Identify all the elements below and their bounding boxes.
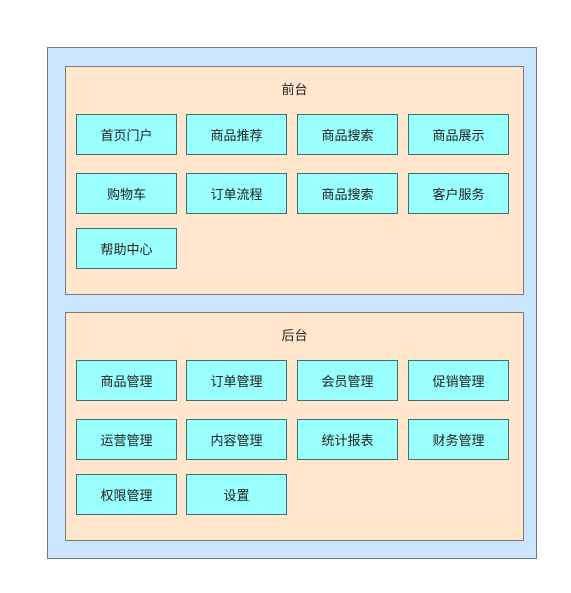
module-operations-management: 运营管理 bbox=[76, 419, 177, 460]
module-customer-service: 客户服务 bbox=[408, 173, 509, 214]
backend-title: 后台 bbox=[281, 329, 308, 344]
module-product-search: 商品搜索 bbox=[297, 114, 398, 155]
module-promotion-management: 促销管理 bbox=[408, 360, 509, 401]
module-product-management: 商品管理 bbox=[76, 360, 177, 401]
module-product-search-2: 商品搜索 bbox=[297, 173, 398, 214]
module-order-management: 订单管理 bbox=[186, 360, 287, 401]
module-order-flow: 订单流程 bbox=[186, 173, 287, 214]
module-statistics-reports: 统计报表 bbox=[297, 419, 398, 460]
module-permission-management: 权限管理 bbox=[76, 474, 177, 515]
module-finance-management: 财务管理 bbox=[408, 419, 509, 460]
module-product-display: 商品展示 bbox=[408, 114, 509, 155]
frontend-section: 前台 首页门户 商品推荐 商品搜索 商品展示 购物车 订单流程 商品搜索 客户服… bbox=[65, 66, 524, 295]
module-content-management: 内容管理 bbox=[186, 419, 287, 460]
module-help-center: 帮助中心 bbox=[76, 228, 177, 269]
module-product-recommend: 商品推荐 bbox=[186, 114, 287, 155]
module-settings: 设置 bbox=[186, 474, 287, 515]
backend-section: 后台 商品管理 订单管理 会员管理 促销管理 运营管理 内容管理 统计报表 财务… bbox=[65, 312, 524, 541]
module-home-portal: 首页门户 bbox=[76, 114, 177, 155]
module-member-management: 会员管理 bbox=[297, 360, 398, 401]
frontend-title: 前台 bbox=[281, 83, 308, 98]
module-shopping-cart: 购物车 bbox=[76, 173, 177, 214]
system-container: 前台 首页门户 商品推荐 商品搜索 商品展示 购物车 订单流程 商品搜索 客户服… bbox=[47, 47, 537, 559]
